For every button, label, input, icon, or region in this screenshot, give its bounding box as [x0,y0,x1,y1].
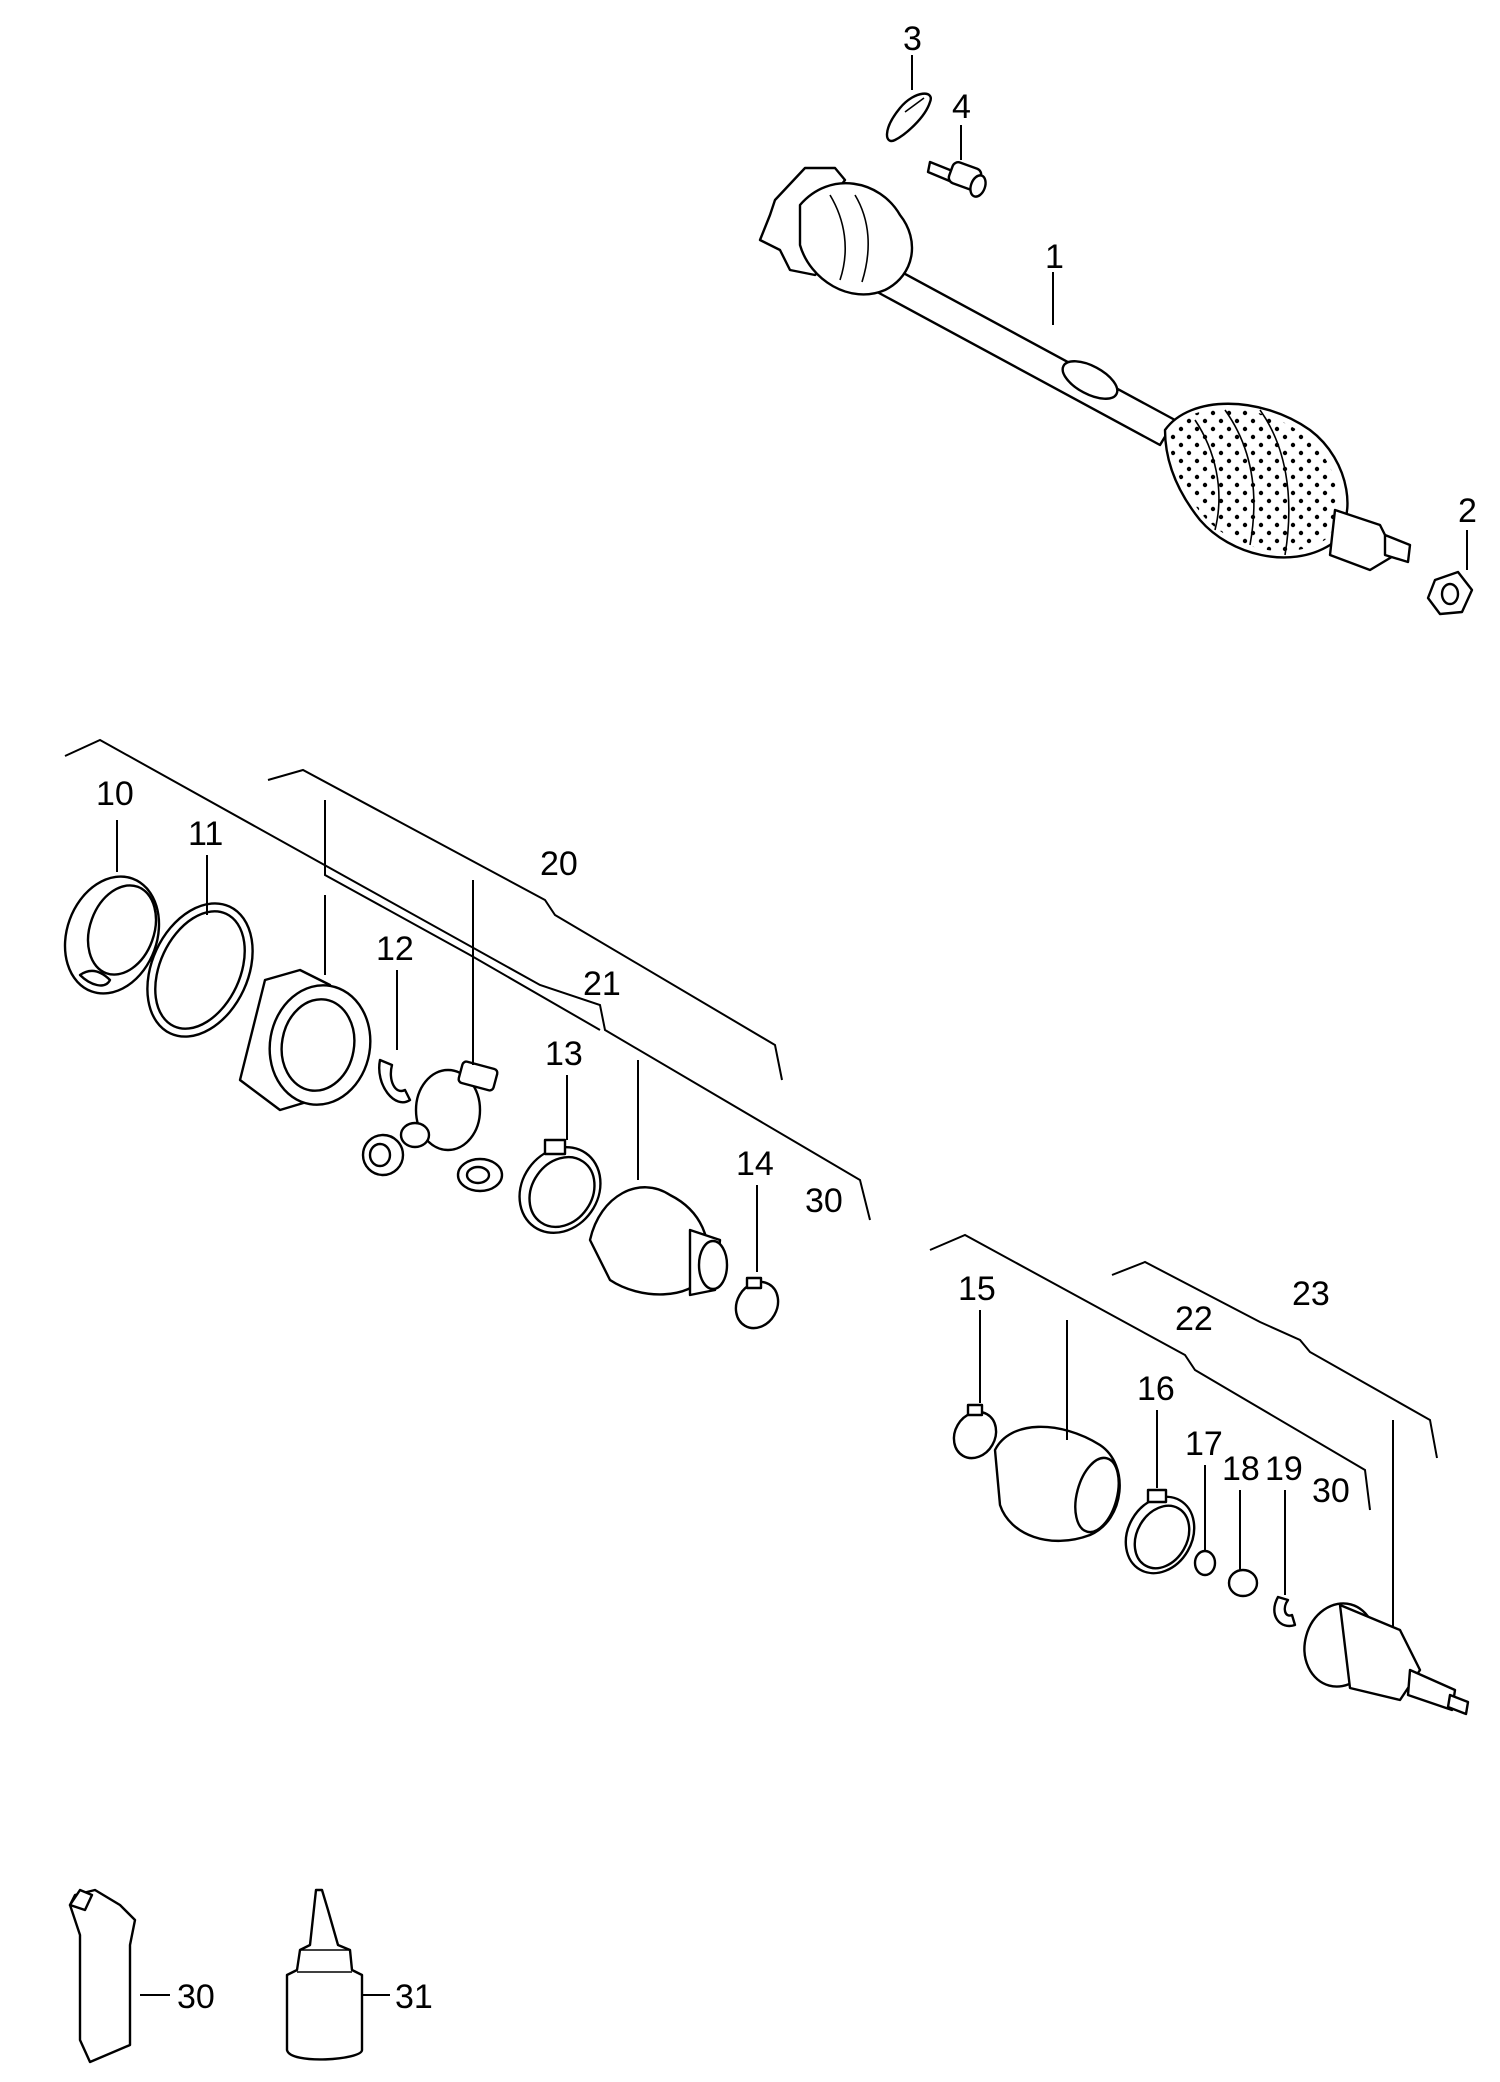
label-15: 15 [958,1270,996,1308]
label-30-inner: 30 [805,1182,843,1220]
grease-bottle-icon [285,1888,364,2061]
label-19: 19 [1265,1450,1303,1488]
spacer-part-18 [1227,1568,1259,1598]
label-12: 12 [376,930,414,968]
label-1: 1 [1045,238,1064,276]
clamp-part-14 [734,1276,780,1330]
circlip-part-19 [1273,1595,1297,1628]
label-13: 13 [545,1035,583,1073]
label-3: 3 [903,20,922,58]
clamp-part-15 [952,1403,998,1460]
boot-inner-part [588,1186,729,1297]
label-4: 4 [952,88,971,126]
nut-part-2 [1426,570,1474,616]
label-30-grease: 30 [177,1978,215,2016]
grease-tube-icon [68,1888,137,2064]
label-30-outer: 30 [1312,1472,1350,1510]
clamp-part-13 [518,1138,602,1235]
label-14: 14 [736,1145,774,1183]
seal-ring-part-10 [63,875,161,995]
circlip-part-12 [378,1058,412,1104]
o-ring-part-11 [146,902,254,1038]
label-10: 10 [96,775,134,813]
label-22: 22 [1175,1300,1213,1338]
circlip-part-3 [885,92,932,143]
boot-outer-part [993,1425,1121,1543]
label-2: 2 [1458,492,1477,530]
label-18: 18 [1222,1450,1260,1488]
outer-cv-joint-part-23 [1303,1602,1470,1716]
label-11: 11 [188,815,223,853]
label-21: 21 [583,965,621,1003]
label-17: 17 [1185,1425,1223,1463]
bolt-part-4 [926,160,987,198]
cv-joint-housing-part-20 [238,968,372,1112]
drive-shaft-icon [758,166,1412,572]
label-23: 23 [1292,1275,1330,1313]
clamp-part-16 [1124,1488,1196,1575]
tripod-joint-part-21 [361,1060,504,1193]
label-31-grease: 31 [395,1978,433,2016]
label-16: 16 [1137,1370,1175,1408]
ring-part-17 [1193,1549,1217,1577]
label-20: 20 [540,845,578,883]
